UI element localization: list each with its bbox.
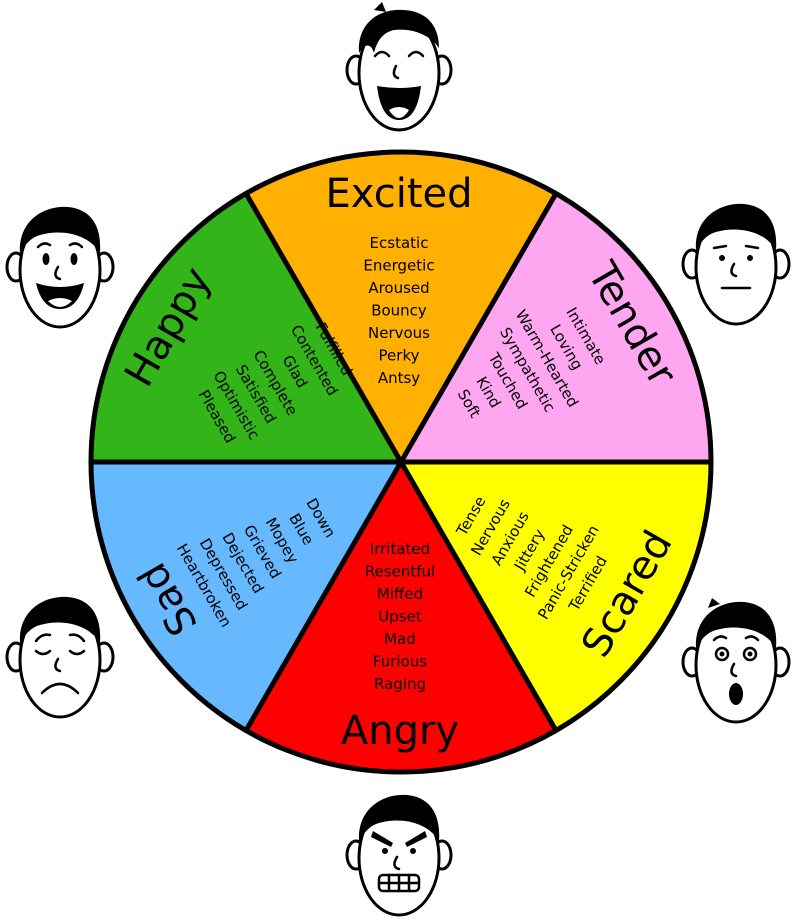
- word-angry-2: Resentful: [365, 563, 435, 581]
- angry-face-icon: [345, 794, 453, 917]
- sector-fill-excited: [246, 151, 556, 463]
- sector-divider: [243, 460, 404, 732]
- word-excited-1: Ecstatic: [370, 234, 429, 252]
- emotion-wheel: Excited Ecstatic Energetic Aroused Bounc…: [88, 149, 714, 775]
- sector-title-excited: Excited: [325, 171, 472, 217]
- happy-face-icon: [5, 206, 115, 329]
- word-angry-1: Irritated: [370, 540, 430, 558]
- sector-angry: Angry Irritated Resentful Miffed Upset M…: [341, 540, 459, 754]
- laughing-face-icon: [345, 2, 453, 132]
- word-angry-3: Miffed: [377, 585, 423, 603]
- word-angry-5: Mad: [384, 630, 416, 648]
- sector-divider: [398, 460, 559, 732]
- sector-fill-angry: [246, 462, 556, 773]
- word-excited-7: Antsy: [378, 369, 420, 387]
- word-excited-2: Energetic: [363, 257, 434, 275]
- word-excited-5: Nervous: [368, 324, 430, 342]
- word-excited-3: Aroused: [368, 279, 429, 297]
- word-excited-4: Bouncy: [371, 302, 427, 320]
- word-angry-7: Raging: [374, 675, 426, 693]
- word-angry-4: Upset: [378, 608, 422, 626]
- sad-face-icon: [5, 596, 115, 719]
- sector-title-angry: Angry: [341, 708, 459, 754]
- sector-divider: [243, 192, 404, 464]
- sector-excited: Excited Ecstatic Energetic Aroused Bounc…: [325, 171, 472, 387]
- calm-face-icon: [681, 203, 791, 326]
- scared-face-icon: [681, 598, 791, 724]
- word-excited-6: Perky: [379, 347, 420, 365]
- sector-divider: [398, 192, 559, 464]
- word-angry-6: Furious: [373, 653, 427, 671]
